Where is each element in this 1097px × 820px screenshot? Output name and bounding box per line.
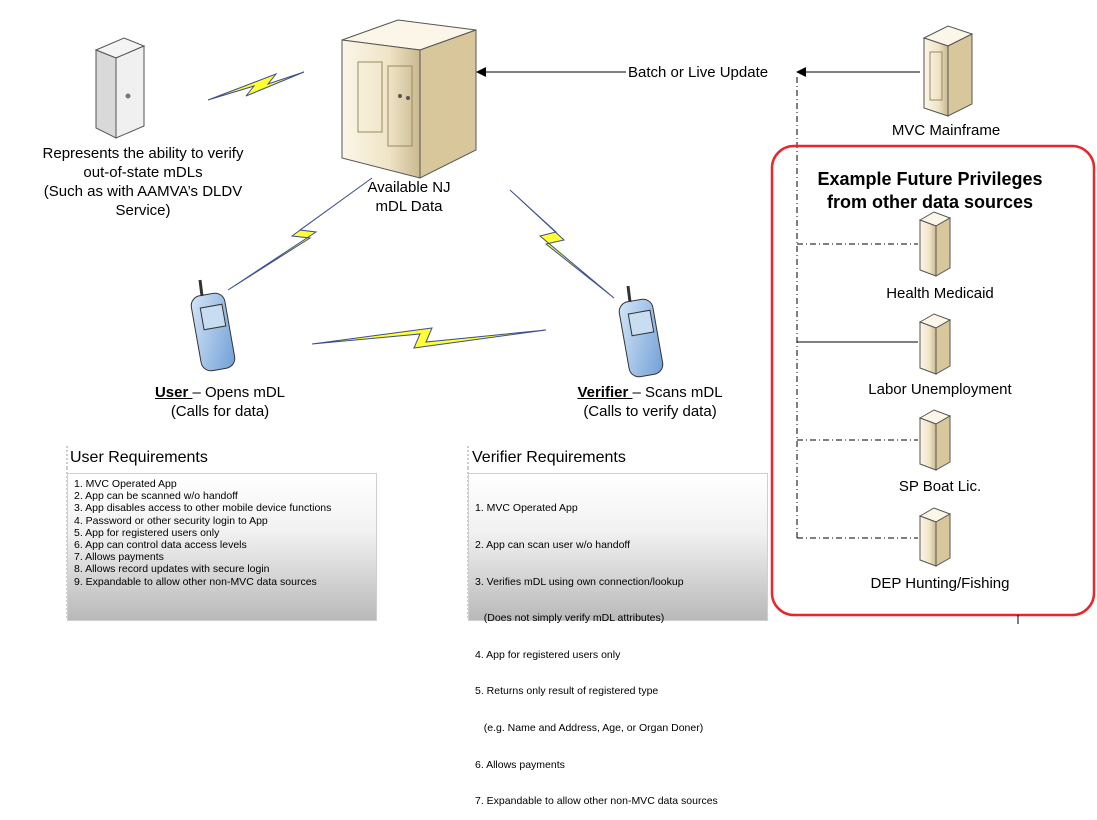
future-heading-line-2: from other data sources [826,192,1034,212]
mainframe-label: MVC Mainframe [891,122,1001,139]
labor-unemployment-server-icon [918,313,952,375]
verifier-requirements-title: Verifier Requirements [472,449,626,466]
verifier-req-item: 7. Expandable to allow other non-MVC dat… [475,795,718,808]
user-req-item: 9. Expandable to allow other non-MVC dat… [74,575,317,588]
user-requirements-box: 1. MVC Operated App 2. App can be scanne… [67,473,377,621]
user-req-item: 5. App for registered users only [74,526,220,539]
verifier-req-item: 1. MVC Operated App [475,502,578,515]
verifier-req-item: (Does not simply verify mDL attributes) [475,612,665,625]
user-label: User – Opens mDL (Calls for data) [120,383,320,421]
diagram-canvas [66,19,1096,624]
out-of-state-label: Represents the ability to verify out-of-… [18,144,268,220]
nj-data-label: Available NJ mDL Data [354,178,464,216]
verifier-req-item: 6. Allows payments [475,758,565,771]
user-req-item: 4. Password or other security login to A… [74,514,268,527]
user-req-item: 7. Allows payments [74,551,164,564]
future-privileges-connector [796,77,918,539]
user-title: User – Opens mDL [120,383,320,402]
verifier-req-item: 5. Returns only result of registered typ… [475,685,659,698]
sp-boat-label: SP Boat Lic. [898,478,982,495]
out-of-state-line-3: (Such as with AAMVA’s DLDV [43,183,243,200]
dep-hunting-label: DEP Hunting/Fishing [870,575,1010,592]
out-of-state-line-1: Represents the ability to verify [42,145,244,162]
verifier-role: Verifier [577,384,633,401]
nj-data-server-icon [341,19,477,179]
bolt-outofstate-nj [207,71,305,101]
dep-hunting-server-icon [918,507,952,567]
nj-data-line-1: Available NJ [367,179,451,196]
future-privileges-frame [770,144,1096,617]
batch-update-connector [476,67,920,77]
future-heading-line-1: Example Future Privileges [817,169,1043,189]
user-phone-icon [190,279,236,372]
out-of-state-line-2: out-of-state mDLs [83,164,203,181]
batch-update-label: Batch or Live Update [626,63,771,82]
health-medicaid-label: Health Medicaid [886,285,994,302]
bolt-nj-verifier [509,189,615,299]
verifier-req-item: 4. App for registered users only [475,648,621,661]
mainframe-server-icon [922,25,974,117]
out-of-state-line-4: Service) [115,202,171,219]
verifier-requirements-box: 1. MVC Operated App 2. App can scan user… [468,473,768,807]
user-req-item: 1. MVC Operated App [74,478,177,490]
verifier-label: Verifier – Scans mDL (Calls to verify da… [540,383,760,421]
user-role: User [154,384,193,401]
bolt-nj-user [227,177,373,291]
sp-boat-server-icon [918,409,952,471]
user-req-item: 3. App disables access to other mobile d… [74,502,332,515]
bolt-user-verifier [311,327,547,349]
verifier-sub: (Calls to verify data) [583,403,717,420]
user-action: – Opens mDL [192,384,286,401]
verifier-req-item: (e.g. Name and Address, Age, or Organ Do… [475,722,704,735]
user-req-item: 2. App can be scanned w/o handoff [74,490,238,503]
future-privileges-heading: Example Future Privileges from other dat… [780,168,1080,214]
verifier-phone-icon [618,285,664,378]
labor-unemployment-label: Labor Unemployment [868,381,1012,398]
user-requirements-title: User Requirements [70,449,208,466]
user-req-item: 6. App can control data access levels [74,539,247,552]
nj-data-line-2: mDL Data [375,198,443,215]
out-of-state-server-icon [94,37,146,139]
verifier-title: Verifier – Scans mDL [540,383,760,402]
verifier-action: – Scans mDL [632,384,723,401]
health-medicaid-server-icon [918,211,952,277]
user-sub: (Calls for data) [170,403,270,420]
verifier-req-item: 3. Verifies mDL using own connection/loo… [475,575,684,588]
verifier-req-item: 2. App can scan user w/o handoff [475,539,631,552]
user-req-item: 8. Allows record updates with secure log… [74,563,270,576]
